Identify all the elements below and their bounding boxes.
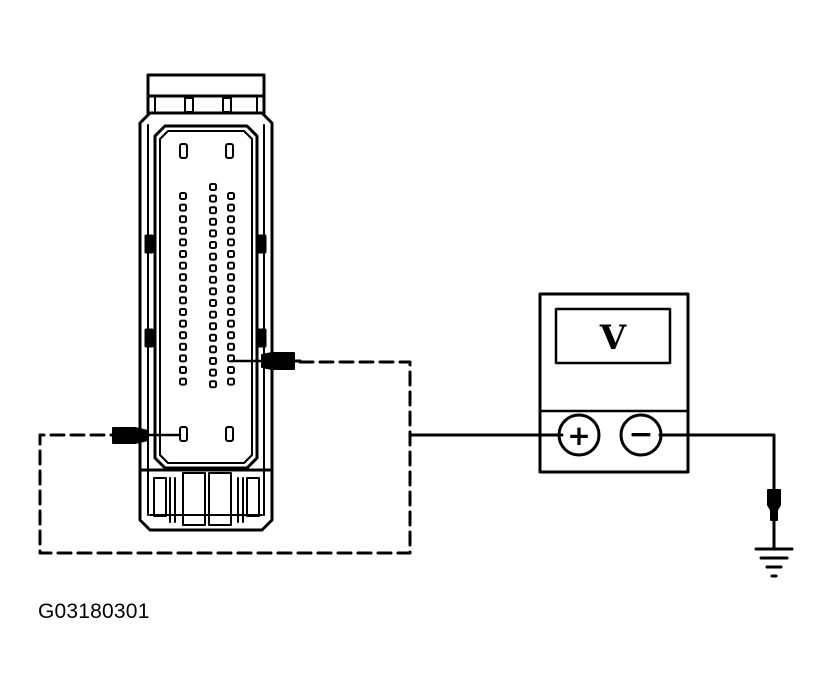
pin-cavity bbox=[179, 215, 187, 224]
pin-cavity bbox=[209, 380, 217, 389]
pin-cavity bbox=[209, 368, 217, 377]
pin-cavity bbox=[179, 226, 187, 235]
pin-cavity bbox=[227, 238, 235, 247]
jumper-wire-dashed bbox=[38, 360, 412, 555]
module-connector bbox=[138, 73, 274, 532]
pin-cavity bbox=[227, 250, 235, 258]
probe-upper bbox=[230, 352, 302, 370]
pin-cavity bbox=[179, 366, 187, 374]
pin-cavity bbox=[209, 333, 217, 342]
pin-cavity bbox=[179, 238, 187, 247]
positive-icon: + bbox=[567, 419, 590, 452]
pin-cavity bbox=[179, 296, 187, 305]
terminal-negative bbox=[619, 413, 663, 457]
pin-cavity bbox=[209, 299, 217, 307]
pin-cavity bbox=[227, 226, 235, 235]
pin-cavity bbox=[209, 287, 217, 296]
pin-cavity bbox=[179, 319, 187, 328]
pin-cavity bbox=[227, 273, 235, 282]
pin-cavity bbox=[179, 203, 187, 212]
pin-cavity bbox=[227, 366, 235, 374]
pin-cavity bbox=[209, 229, 217, 238]
pin-cavity bbox=[227, 331, 235, 340]
pin-cavity bbox=[209, 252, 217, 261]
figure-id: G03180301 bbox=[38, 600, 150, 623]
pin-cavity bbox=[209, 241, 217, 249]
terminal-positive bbox=[557, 413, 601, 457]
pin-cavity bbox=[227, 284, 235, 293]
connector-housing bbox=[138, 111, 274, 532]
pin-cavity bbox=[179, 284, 187, 293]
pin-cavity bbox=[179, 354, 187, 363]
pin-cavity bbox=[209, 345, 217, 354]
pin-cavity bbox=[179, 250, 187, 258]
pin-cavity bbox=[179, 273, 187, 282]
pin-cavity bbox=[227, 215, 235, 224]
pin-cavity bbox=[209, 310, 217, 319]
pin-cavity bbox=[179, 261, 187, 270]
voltmeter-display bbox=[554, 307, 672, 365]
pin-cavity bbox=[227, 342, 235, 351]
pin-cavity bbox=[179, 331, 187, 340]
pin-cavity bbox=[209, 194, 217, 203]
pin-cavity bbox=[209, 322, 217, 331]
pin-cavity bbox=[227, 377, 235, 386]
negative-icon: − bbox=[628, 417, 653, 452]
pin-cavity bbox=[227, 192, 235, 200]
pin-cavity bbox=[209, 183, 217, 191]
pin-cavity bbox=[179, 192, 187, 200]
ground-icon bbox=[754, 547, 794, 578]
pin-cavity bbox=[227, 203, 235, 212]
pin-cavity bbox=[179, 308, 187, 316]
pin-cavity bbox=[227, 308, 235, 316]
ground-lead bbox=[767, 489, 781, 550]
pin-cavity bbox=[179, 342, 187, 351]
pin-cavity bbox=[209, 275, 217, 284]
pin-cavity bbox=[227, 319, 235, 328]
pin-cavity bbox=[227, 296, 235, 305]
pin-cavity bbox=[209, 206, 217, 215]
connector-face bbox=[153, 124, 259, 470]
pin-cavity bbox=[179, 377, 187, 386]
pin-cavity bbox=[227, 261, 235, 270]
probe-lower bbox=[112, 427, 182, 444]
pin-cavity bbox=[209, 264, 217, 273]
pin-cavity bbox=[209, 357, 217, 365]
voltmeter bbox=[538, 292, 690, 474]
wire-negative-lead bbox=[658, 433, 776, 492]
connector-latch bbox=[146, 73, 266, 115]
pin-cavity bbox=[209, 217, 217, 226]
voltmeter-unit-label: V bbox=[599, 318, 627, 358]
